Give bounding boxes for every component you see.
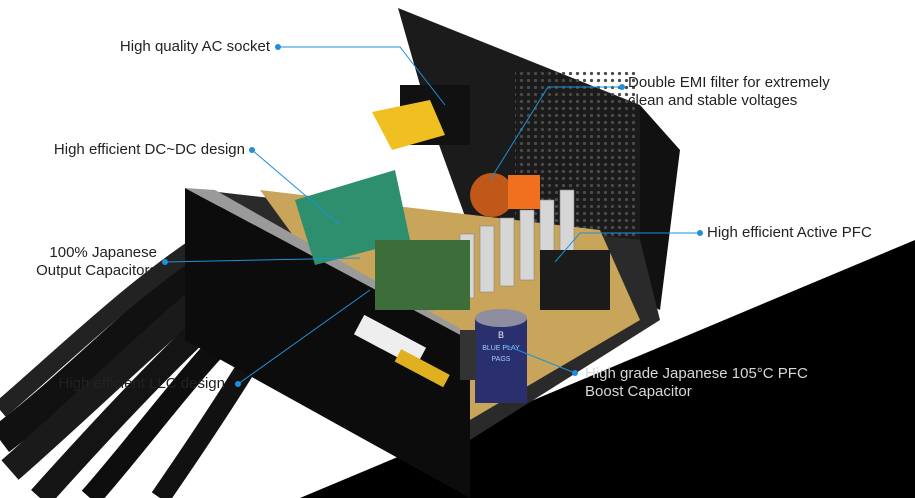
leader-pfc (554, 232, 700, 263)
main-transformer (375, 240, 470, 310)
callout-output-caps: 100% Japanese Output Capacitors (0, 244, 157, 280)
leader-boost (504, 344, 576, 374)
callout-emi: Double EMI filter for extremely clean an… (628, 74, 830, 110)
leader-dots (162, 44, 703, 387)
callout-emi-line1: Double EMI filter for extremely (628, 74, 830, 91)
capacitor-sub-text: PAGS (492, 356, 511, 363)
callout-output-caps-line2: Output Capacitors (36, 262, 157, 279)
orange-emi-part (508, 175, 540, 209)
leader-llc (237, 289, 371, 385)
leader-ac-socket (278, 46, 446, 106)
psu-front-panel (185, 188, 470, 498)
capacitor-sleeve-text: BLUE PLAY (482, 345, 520, 352)
callout-emi-line2: clean and stable voltages (628, 92, 798, 109)
callout-output-caps-line1: 100% Japanese (49, 244, 157, 261)
leader-output-caps (164, 257, 361, 263)
callout-ac-socket: High quality AC socket (119, 38, 270, 55)
pfc-boost-capacitor: B BLUE PLAY PAGS (475, 309, 527, 403)
callout-boost-line1: High grade Japanese 105°C PFC (585, 365, 808, 382)
callout-llc: High efficient LLC design (58, 375, 226, 392)
leader-emi (489, 86, 622, 181)
yellow-sticker (394, 349, 450, 388)
emi-choke-coil (470, 173, 514, 217)
callout-pfc: High efficient Active PFC (707, 224, 872, 241)
capacitor-brand-text: B (498, 330, 504, 340)
callout-boost: High grade Japanese 105°C PFC Boost Capa… (585, 365, 808, 401)
leader-dcdc (251, 149, 341, 226)
callout-dcdc: High efficient DC~DC design (53, 141, 245, 158)
pfc-inductor (540, 250, 610, 310)
secondary-capacitor (460, 330, 476, 380)
callout-boost-line2: Boost Capacitor (585, 383, 692, 400)
yellow-x-capacitor (372, 100, 445, 150)
leader-lines (164, 46, 700, 385)
psu-side-panel-right (640, 105, 680, 310)
